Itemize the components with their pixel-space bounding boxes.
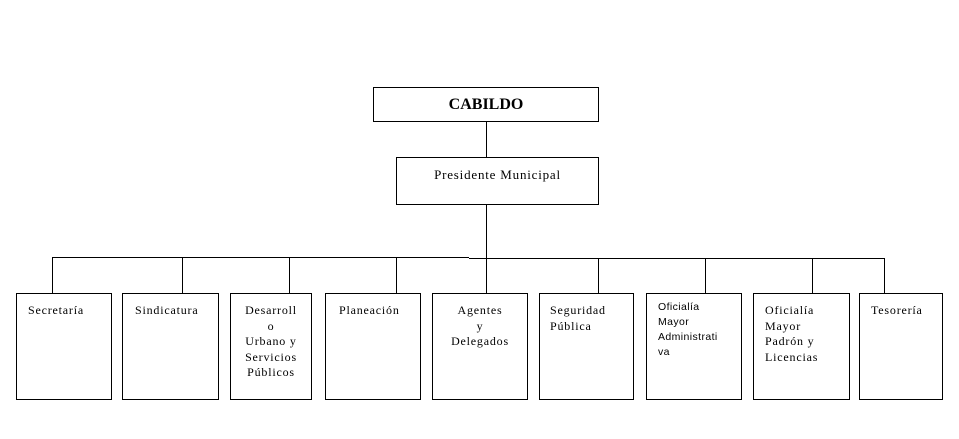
drop-seguridad <box>598 258 599 293</box>
dept-oficialia-admin-line-4: va <box>658 346 670 358</box>
dept-desarrollo-line-5: Públicos <box>247 365 295 379</box>
dept-seguridad-line-1: Seguridad <box>550 303 606 317</box>
dept-tesoreria-label: Tesorería <box>871 303 923 317</box>
dept-desarrollo-line-1: Desarroll <box>245 303 297 317</box>
dept-oficialia-admin-line-1: Oficialía <box>658 301 700 313</box>
dept-secretaria-label: Secretaría <box>28 303 84 317</box>
drop-tesoreria <box>884 258 885 293</box>
dept-planeacion-label: Planeación <box>339 303 400 317</box>
drop-oficialia-admin <box>705 258 706 293</box>
dept-oficialia-padron-line-3: Padrón y <box>765 334 815 348</box>
dept-oficialia-padron-line-4: Licencias <box>765 349 819 364</box>
dept-secretaria-box: Secretaría <box>16 293 112 400</box>
dept-oficialia-padron-line-2: Mayor <box>765 318 801 333</box>
dept-tesoreria-box: Tesorería <box>859 293 943 400</box>
dept-sindicatura-box: Sindicatura <box>122 293 219 400</box>
drop-oficialia-padron <box>812 258 813 293</box>
dept-oficialia-admin-line-3: Administrati <box>658 331 718 343</box>
dept-oficialia-admin-line-2: Mayor <box>658 316 690 328</box>
dept-agentes-line-1: Agentes <box>457 303 503 317</box>
connector-horizontal-right <box>469 258 885 259</box>
drop-planeacion <box>396 257 397 293</box>
dept-sindicatura-label: Sindicatura <box>135 303 199 317</box>
dept-desarrollo-line-4: Servicios <box>245 349 297 364</box>
dept-seguridad-line-2: Pública <box>550 318 592 333</box>
drop-sindicatura <box>182 257 183 293</box>
dept-oficialia-padron-line-1: Oficialía <box>765 303 815 317</box>
dept-agentes-line-3: Delegados <box>451 334 509 348</box>
dept-seguridad-box: Seguridad Pública <box>539 293 634 400</box>
presidente-box: Presidente Municipal <box>396 157 599 205</box>
cabildo-label: CABILDO <box>448 96 524 113</box>
dept-desarrollo-box: Desarroll o Urbano y Servicios Públicos <box>230 293 312 400</box>
cabildo-box: CABILDO <box>373 87 599 122</box>
connector-trunk <box>486 205 487 258</box>
connector-horizontal-left <box>52 257 469 258</box>
connector-cabildo-presidente <box>486 122 487 157</box>
dept-agentes-box: Agentes y Delegados <box>432 293 528 400</box>
dept-oficialia-padron-box: Oficialía Mayor Padrón y Licencias <box>753 293 850 400</box>
drop-agentes <box>486 258 487 293</box>
dept-oficialia-admin-box: Oficialía Mayor Administrati va <box>646 293 742 400</box>
dept-agentes-line-2: y <box>476 318 484 333</box>
drop-secretaria <box>52 257 53 293</box>
dept-desarrollo-line-3: Urbano y <box>245 334 297 348</box>
dept-desarrollo-line-2: o <box>267 318 275 333</box>
dept-planeacion-box: Planeación <box>325 293 421 400</box>
drop-desarrollo <box>289 257 290 293</box>
presidente-label: Presidente Municipal <box>434 167 561 182</box>
